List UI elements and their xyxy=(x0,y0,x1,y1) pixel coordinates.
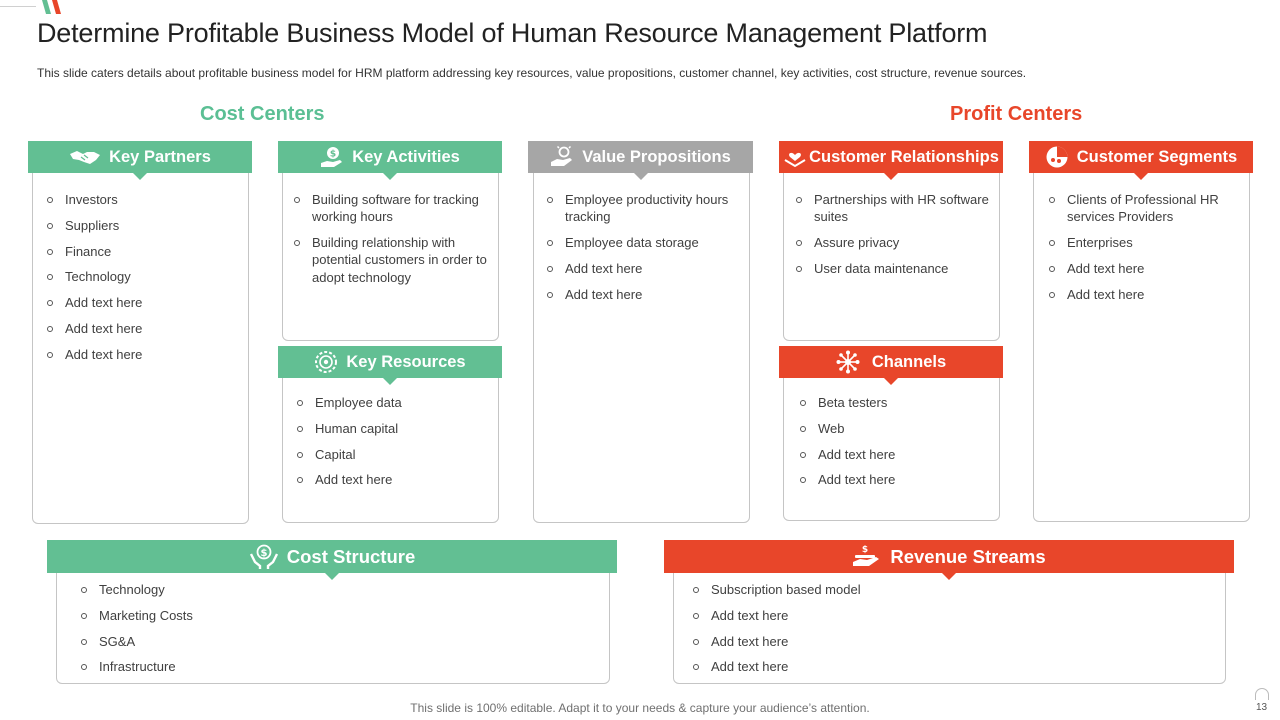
channels-title: Channels xyxy=(871,352,947,371)
value-propositions-panel xyxy=(533,158,750,523)
list-item: Investors xyxy=(47,191,242,208)
list-item: Add text here xyxy=(297,471,492,488)
profit-centers-label: Profit Centers xyxy=(950,103,1083,125)
brand-logo-icon xyxy=(42,0,61,14)
list-item: Add text here xyxy=(1049,286,1244,303)
revenue-streams-list: Subscription based model Add text here A… xyxy=(693,581,1193,684)
customer-relationships-panel xyxy=(783,158,1000,341)
key-activities-title: Key Activities xyxy=(352,147,460,166)
key-partners-header: Key Partners xyxy=(28,141,252,180)
list-item: Beta testers xyxy=(800,394,990,411)
list-item: Add text here xyxy=(47,346,242,363)
svg-text:$: $ xyxy=(330,150,336,160)
list-item: Employee data xyxy=(297,394,492,411)
list-item: Add text here xyxy=(693,658,1193,675)
channels-list: Beta testers Web Add text here Add text … xyxy=(800,394,990,497)
list-item: Employee productivity hours tracking xyxy=(547,191,742,226)
list-item: Clients of Professional HR services Prov… xyxy=(1049,191,1244,226)
cost-structure-header: $ Cost Structure xyxy=(47,540,617,580)
top-rule xyxy=(0,6,36,7)
key-activities-list: Building software for tracking working h… xyxy=(294,191,494,294)
key-activities-panel xyxy=(282,158,499,341)
key-partners-panel xyxy=(32,158,249,524)
key-partners-list: Investors Suppliers Finance Technology A… xyxy=(47,191,242,372)
value-propositions-title: Value Propositions xyxy=(582,147,731,166)
value-propositions-list: Employee productivity hours tracking Emp… xyxy=(547,191,742,311)
cost-structure-title: Cost Structure xyxy=(286,545,416,567)
channels-header: Channels xyxy=(779,346,1003,385)
customer-segments-icon xyxy=(1045,146,1069,168)
list-item: Enterprises xyxy=(1049,234,1244,251)
key-resources-list: Employee data Human capital Capital Add … xyxy=(297,394,492,497)
list-item: Partnerships with HR software suites xyxy=(796,191,991,226)
page-number: 13 xyxy=(1256,702,1268,713)
key-activities-header: $ Key Activities xyxy=(278,141,502,180)
gear-head-icon xyxy=(314,351,338,373)
handshake-icon xyxy=(69,146,101,168)
list-item: Add text here xyxy=(1049,260,1244,277)
footer-note: This slide is 100% editable. Adapt it to… xyxy=(410,701,870,715)
dollar-hands-icon: $ xyxy=(249,544,279,570)
list-item: Web xyxy=(800,420,990,437)
list-item: Add text here xyxy=(693,633,1193,650)
list-item: Suppliers xyxy=(47,217,242,234)
list-item: Add text here xyxy=(800,446,990,463)
dollar-hand-icon: $ xyxy=(852,544,882,570)
list-item: User data maintenance xyxy=(796,260,991,277)
list-item: Employee data storage xyxy=(547,234,742,251)
list-item: Technology xyxy=(81,581,581,598)
revenue-streams-header: $ Revenue Streams xyxy=(664,540,1234,580)
key-resources-title: Key Resources xyxy=(346,352,466,371)
customer-relationships-list: Partnerships with HR software suites Ass… xyxy=(796,191,991,286)
list-item: Assure privacy xyxy=(796,234,991,251)
list-item: Add text here xyxy=(547,260,742,277)
list-item: Add text here xyxy=(547,286,742,303)
svg-text:$: $ xyxy=(260,548,267,559)
list-item: Capital xyxy=(297,446,492,463)
list-item: Add text here xyxy=(47,294,242,311)
network-icon xyxy=(836,350,860,374)
customer-relationships-header: Customer Relationships xyxy=(779,141,1003,180)
customer-segments-panel xyxy=(1033,158,1250,522)
key-resources-header: Key Resources xyxy=(278,346,502,385)
list-item: Add text here xyxy=(800,471,990,488)
list-item: Building relationship with potential cus… xyxy=(294,234,494,286)
customer-segments-title: Customer Segments xyxy=(1076,147,1238,166)
customer-relationships-title: Customer Relationships xyxy=(809,147,999,166)
list-item: SG&A xyxy=(81,633,581,650)
list-item: Marketing Costs xyxy=(81,607,581,624)
page-subtitle: This slide caters details about profitab… xyxy=(37,66,1027,80)
svg-text:$: $ xyxy=(862,545,868,555)
customer-segments-header: Customer Segments xyxy=(1029,141,1253,180)
list-item: Subscription based model xyxy=(693,581,1193,598)
list-item: Add text here xyxy=(693,607,1193,624)
list-item: Human capital xyxy=(297,420,492,437)
key-resources-panel xyxy=(282,363,499,523)
customer-segments-list: Clients of Professional HR services Prov… xyxy=(1049,191,1244,311)
key-partners-title: Key Partners xyxy=(109,147,211,166)
revenue-streams-title: Revenue Streams xyxy=(890,545,1046,567)
cost-centers-label: Cost Centers xyxy=(200,103,325,125)
channels-panel xyxy=(783,363,1000,521)
list-item: Infrastructure xyxy=(81,658,581,675)
heart-hands-icon xyxy=(783,146,807,168)
value-propositions-header: Value Propositions xyxy=(528,141,753,180)
lock-icon xyxy=(1255,688,1269,700)
money-hand-icon: $ xyxy=(320,146,344,168)
page-title: Determine Profitable Business Model of H… xyxy=(37,18,988,48)
cost-structure-list: Technology Marketing Costs SG&A Infrastr… xyxy=(81,581,581,684)
list-item: Add text here xyxy=(47,320,242,337)
list-item: Building software for tracking working h… xyxy=(294,191,494,226)
list-item: Technology xyxy=(47,268,242,285)
list-item: Finance xyxy=(47,243,242,260)
idea-hand-icon xyxy=(550,146,574,168)
